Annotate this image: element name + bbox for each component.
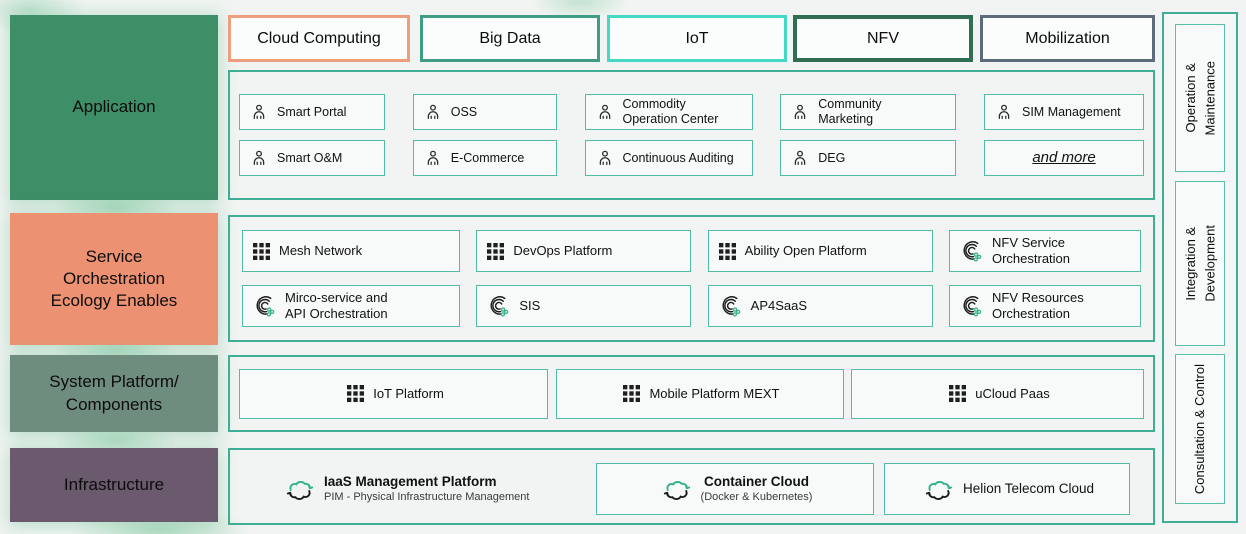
app-item-label: E-Commerce: [450, 150, 525, 165]
service-item-label: Ability Open Platform: [744, 243, 867, 259]
system-platform-panel: IoT Platform Mobile Platform MEXT uCloud…: [228, 355, 1155, 432]
app-item-commodity-operation-center: Commodity Operation Center: [584, 94, 753, 130]
and-more-label: and more: [1032, 149, 1096, 166]
service-item-label: DevOps Platform: [513, 243, 613, 259]
service-orchestration-panel: Mesh Network DevOps Platform Ability Ope…: [228, 215, 1155, 342]
infra-item-title: IaaS Management Platform: [324, 473, 497, 489]
app-item-smart-oandm: Smart O&M: [239, 140, 385, 176]
infra-item-title: Container Cloud: [703, 473, 809, 489]
app-item-continuous-auditing: Continuous Auditing: [584, 140, 753, 176]
service-item-ability-open-platform: Ability Open Platform: [707, 230, 933, 272]
infra-item-iaas-management-platform: IaaS Management Platform PIM - Physical …: [275, 463, 595, 515]
grid-icon: [719, 243, 736, 260]
service-item-nfv-service-orchestration: NFV Service Orchestration: [948, 230, 1141, 272]
cloud-sync-icon: [924, 477, 954, 501]
grid-icon: [623, 385, 640, 402]
right-panel-consultation-control: Consultation & Control: [1175, 354, 1225, 504]
person-icon: [424, 149, 442, 167]
service-item-sis: SIS: [476, 285, 692, 327]
service-item-label: Mesh Network: [279, 243, 363, 259]
app-item-label: Smart Portal: [277, 104, 347, 119]
application-items-panel: Smart Portal OSS Commodity Operation Cen…: [228, 70, 1155, 200]
person-icon: [791, 149, 809, 167]
app-item-oss: OSS: [412, 94, 557, 130]
person-icon: [596, 103, 614, 121]
service-item-label: AP4SaaS: [750, 298, 808, 314]
service-item-label: Mirco-service and API Orchestration: [285, 290, 388, 321]
grid-icon: [253, 243, 270, 260]
orchestration-swirl-icon: [253, 295, 276, 318]
person-icon: [250, 149, 268, 167]
service-item-micro-service-api-orchestration: Mirco-service and API Orchestration: [242, 285, 460, 327]
infra-item-subtitle: (Docker & Kubernetes): [700, 490, 813, 503]
orchestration-swirl-icon: [719, 295, 742, 318]
service-item-devops-platform: DevOps Platform: [476, 230, 692, 272]
app-item-label: SIM Management: [1022, 104, 1121, 119]
cloud-sync-icon: [285, 477, 315, 501]
service-item-mesh-network: Mesh Network: [242, 230, 460, 272]
service-item-label: NFV Resources Orchestration: [991, 290, 1084, 321]
infra-item-subtitle: PIM - Physical Infrastructure Management: [324, 490, 530, 503]
app-item-label: OSS: [450, 104, 478, 119]
category-box-nfv: NFV: [793, 15, 973, 62]
person-icon: [250, 103, 268, 121]
infra-item-title: Helion Telecom Cloud: [962, 480, 1095, 496]
system-item-label: Mobile Platform MEXT: [649, 385, 780, 401]
service-item-label: NFV Service Orchestration: [991, 235, 1071, 266]
app-item-label: Commodity Operation Center: [622, 97, 719, 126]
layer-label-infrastructure: Infrastructure: [10, 448, 218, 522]
app-item-label: DEG: [818, 150, 846, 165]
layer-label-application: Application: [10, 15, 218, 200]
app-item-smart-portal: Smart Portal: [239, 94, 385, 130]
person-icon: [596, 149, 614, 167]
orchestration-swirl-icon: [487, 295, 510, 318]
service-item-label: SIS: [519, 298, 541, 314]
layer-label-system-platform: System Platform/ Components: [10, 355, 218, 432]
system-item-ucloud-paas: uCloud Paas: [851, 368, 1144, 419]
app-item-community-marketing: Community Marketing: [780, 94, 957, 130]
category-box-cloud-computing: Cloud Computing: [228, 15, 410, 62]
system-item-label: uCloud Paas: [975, 385, 1050, 401]
infra-item-helion-telecom-cloud: Helion Telecom Cloud: [884, 463, 1130, 515]
category-box-mobilization: Mobilization: [980, 15, 1155, 62]
person-icon: [791, 103, 809, 121]
orchestration-swirl-icon: [960, 295, 983, 318]
right-panel-label: Consultation & Control: [1192, 363, 1208, 495]
layer-label-service-orchestration: Service Orchestration Ecology Enables: [10, 213, 218, 345]
category-box-iot: IoT: [607, 15, 787, 62]
person-icon: [995, 103, 1013, 121]
right-panel-label: Operation & Maintenance: [1182, 60, 1218, 136]
category-box-big-data: Big Data: [420, 15, 600, 62]
cloud-sync-icon: [662, 477, 692, 501]
service-item-nfv-resources-orchestration: NFV Resources Orchestration: [948, 285, 1141, 327]
app-item-and-more: and more: [984, 140, 1144, 176]
app-item-label: Smart O&M: [277, 150, 343, 165]
system-item-label: IoT Platform: [373, 385, 444, 401]
right-panel-integration-development: Integration & Development: [1175, 181, 1225, 346]
system-item-mobile-platform-mext: Mobile Platform MEXT: [555, 368, 844, 419]
right-panel-operation-maintenance: Operation & Maintenance: [1175, 24, 1225, 172]
app-item-e-commerce: E-Commerce: [412, 140, 557, 176]
app-item-label: Continuous Auditing: [622, 150, 734, 165]
service-item-ap4saas: AP4SaaS: [707, 285, 933, 327]
orchestration-swirl-icon: [960, 240, 983, 263]
grid-icon: [949, 385, 966, 402]
right-panel-label: Integration & Development: [1182, 225, 1218, 302]
person-icon: [424, 103, 442, 121]
right-services-column: Operation & Maintenance Integration & De…: [1162, 12, 1238, 523]
app-item-sim-management: SIM Management: [984, 94, 1144, 130]
grid-icon: [487, 243, 504, 260]
grid-icon: [347, 385, 364, 402]
app-item-label: Community Marketing: [818, 97, 882, 126]
infrastructure-panel: IaaS Management Platform PIM - Physical …: [228, 448, 1155, 525]
app-item-deg: DEG: [780, 140, 957, 176]
system-item-iot-platform: IoT Platform: [239, 368, 548, 419]
infra-item-container-cloud: Container Cloud (Docker & Kubernetes): [596, 463, 874, 515]
